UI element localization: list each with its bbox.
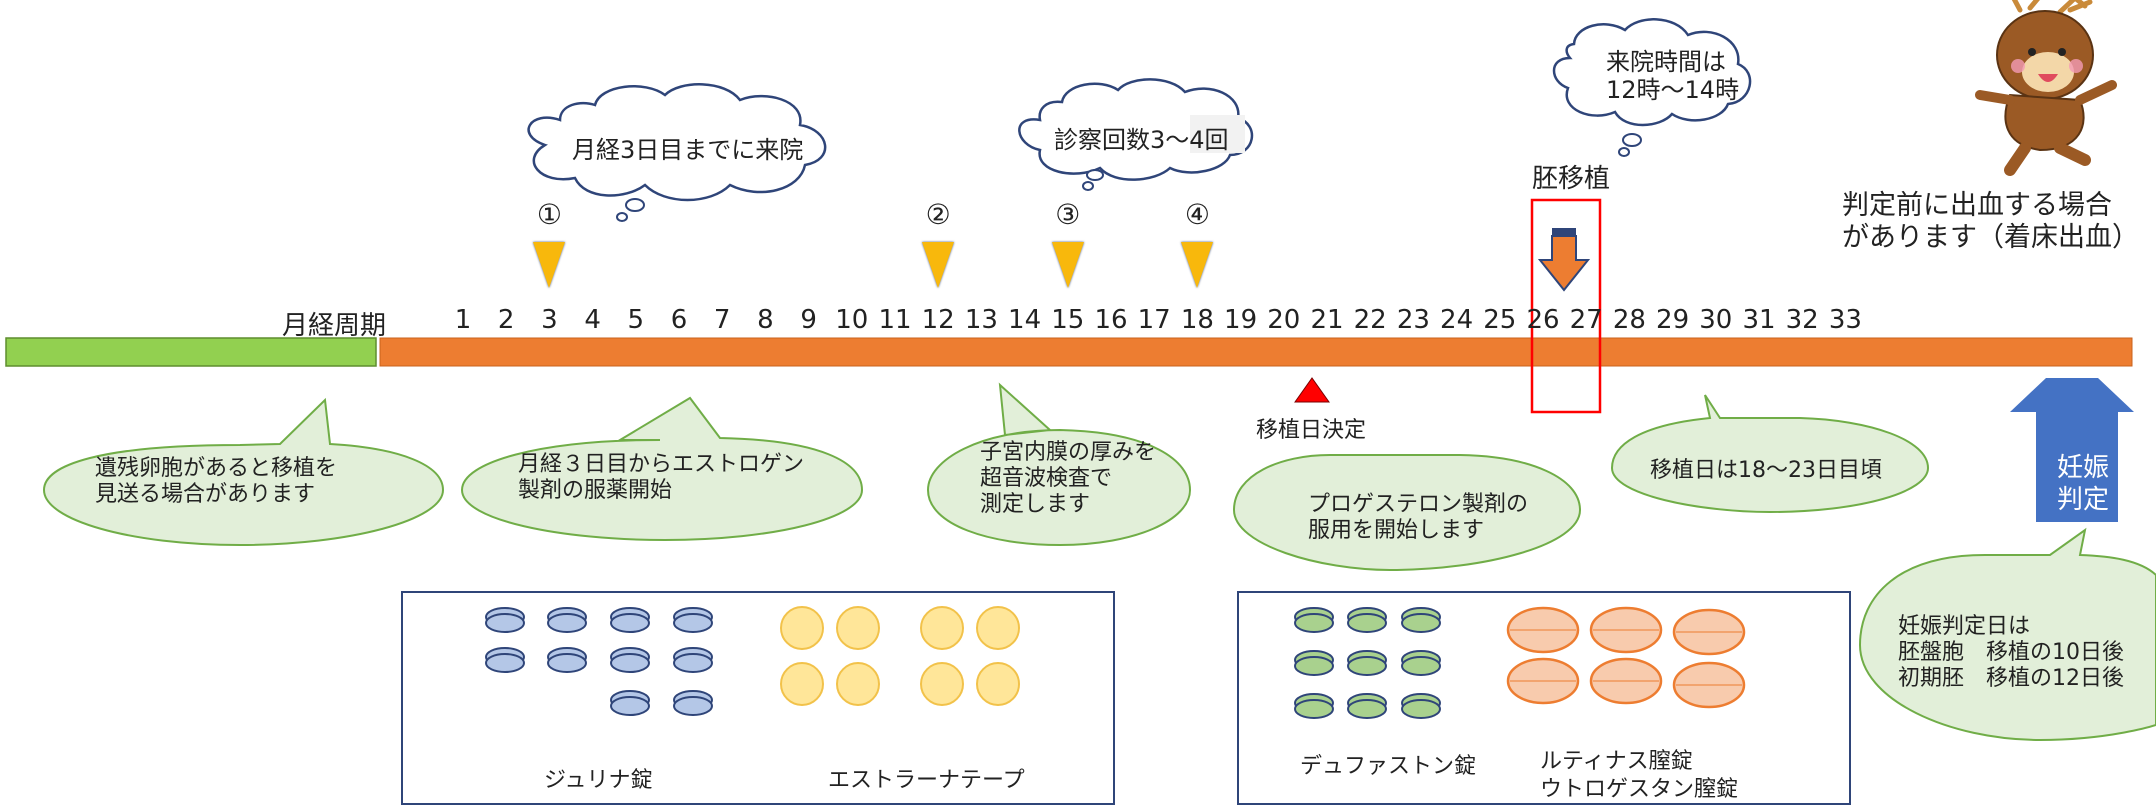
red-triangle-icon	[1294, 377, 1330, 403]
note-bleeding: 判定前に出血する場合 があります（着床出血）	[1842, 190, 2139, 253]
day-label: 3	[541, 305, 558, 335]
visit-marker-triangle-icon	[1051, 242, 1084, 288]
thought-bubble-icon	[1018, 78, 1254, 191]
pregnancy-test-label: 妊娠 判定	[2056, 453, 2109, 515]
transfer-decision-label: 移植日決定	[1256, 418, 1367, 443]
day-label: 30	[1699, 305, 1733, 335]
down-arrow-icon	[1537, 228, 1591, 292]
deer-mascot-icon	[1975, 0, 2117, 176]
visit-time-text: 来院時間は 12時〜14時	[1606, 48, 1740, 104]
note-progesterone-start: プロゲステロン製剤の 服用を開始します	[1308, 492, 1529, 543]
up-arrow-icon	[2010, 378, 2134, 522]
thought-bubble-icon	[527, 83, 827, 222]
note-transfer-days: 移植日は18〜23日目頃	[1650, 458, 1882, 483]
medication-lutinus-utrogestan: ルティナス膣錠 ウトロゲスタン膣錠	[1540, 749, 1739, 802]
note-endometrium: 子宮内膜の厚みを 超音波検査で 測定します	[980, 440, 1157, 517]
day-label: 19	[1224, 305, 1258, 335]
visit-marker-number: ①	[536, 198, 562, 231]
visit-marker-number: ④	[1184, 198, 1210, 231]
day-label: 2	[497, 305, 515, 335]
day-label: 8	[757, 305, 774, 335]
tablet-icon	[1506, 606, 1746, 709]
day-label: 5	[627, 305, 645, 335]
visit-count-text: 診察回数3〜4回	[1054, 126, 1229, 154]
day-label: 33	[1828, 305, 1862, 335]
tablet-icon	[1294, 607, 1441, 719]
pre-cycle-bar	[5, 337, 377, 367]
visit-marker-number: ②	[925, 198, 951, 231]
day-label: 22	[1353, 305, 1387, 335]
visit-marker-triangle-icon	[922, 242, 955, 288]
day-label: 27	[1569, 305, 1603, 335]
day-label: 14	[1008, 305, 1042, 335]
transfer-label: 胚移植	[1532, 164, 1611, 194]
visit-marker-triangle-icon	[1181, 242, 1214, 288]
day-label: 6	[670, 305, 688, 335]
note-estrogen-start: 月経３日目からエストロゲン 製剤の服薬開始	[518, 452, 805, 503]
note-bubble-estrogen-start	[460, 396, 864, 542]
day-label: 17	[1137, 305, 1171, 335]
day-label: 16	[1094, 305, 1128, 335]
day-label: 20	[1267, 305, 1301, 335]
day-label: 15	[1051, 305, 1085, 335]
note-bubble-pregnancy-test-day	[1858, 527, 2156, 742]
day-label: 29	[1656, 305, 1690, 335]
note-bubble-progesterone-start	[1232, 453, 1582, 572]
day-label: 26	[1526, 305, 1560, 335]
transfer-highlight-box	[1530, 198, 1602, 414]
tablet-icon	[485, 607, 713, 716]
note-pregnancy-test-day: 妊娠判定日は 胚盤胞 移植の10日後 初期胚 移植の12日後	[1898, 614, 2124, 691]
visit-marker-triangle-icon	[533, 242, 566, 288]
day-label: 23	[1396, 305, 1430, 335]
note-residual-follicle: 遺残卵胞があると移植を 見送る場合があります	[95, 456, 338, 507]
note-bubble-transfer-days	[1610, 394, 1930, 514]
medication-duphaston: デュファストン錠	[1300, 754, 1477, 779]
medication-estrana: エストラーナテープ	[828, 768, 1025, 793]
day-label: 1	[454, 305, 472, 335]
patch-icon	[780, 606, 1020, 706]
day-label: 21	[1310, 305, 1344, 335]
day-label: 4	[584, 305, 601, 335]
day-label: 7	[713, 305, 731, 335]
thought-bubble-icon	[1552, 18, 1752, 157]
cycle-bar	[379, 337, 2133, 367]
day-label: 28	[1612, 305, 1646, 335]
visit-marker-number: ③	[1055, 198, 1081, 231]
day-label: 18	[1180, 305, 1214, 335]
day-label: 10	[835, 305, 869, 335]
day-label: 11	[878, 305, 912, 335]
day-label: 24	[1440, 305, 1474, 335]
day-label: 25	[1483, 305, 1517, 335]
day-label: 13	[964, 305, 998, 335]
note-bubble-endometrium	[926, 382, 1192, 547]
visit-by-day3-text: 月経3日目までに来院	[572, 136, 804, 164]
note-bubble-residual-follicle	[42, 397, 445, 547]
day-label: 9	[800, 305, 817, 335]
medication-julina: ジュリナ錠	[544, 768, 653, 793]
day-label: 31	[1742, 305, 1776, 335]
day-label: 32	[1785, 305, 1819, 335]
day-label: 12	[921, 305, 955, 335]
cycle-label: 月経周期	[282, 311, 387, 341]
